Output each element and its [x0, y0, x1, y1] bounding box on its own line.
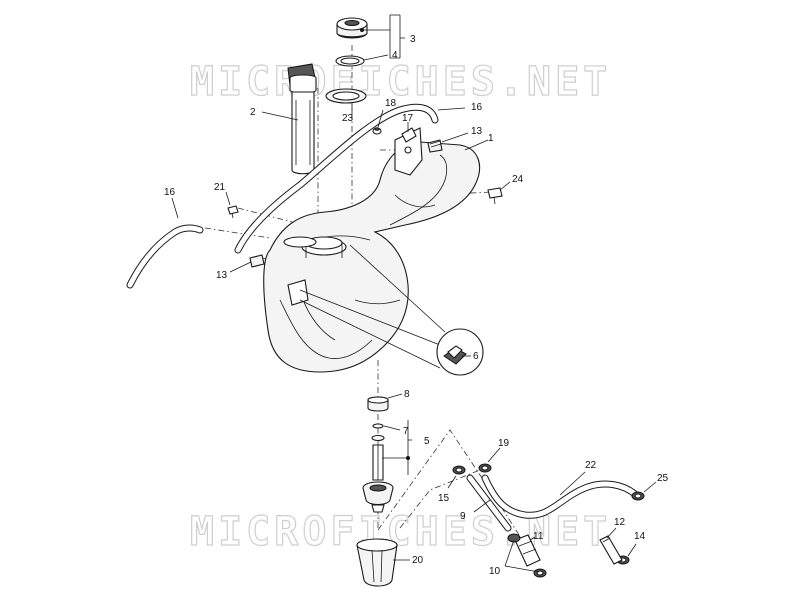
drain-cup	[356, 538, 398, 587]
callout-12: 12	[614, 517, 626, 528]
callout-7: 7	[403, 426, 409, 437]
callout-18: 18	[385, 98, 397, 109]
fuel-tank	[263, 127, 480, 373]
callout-21: 21	[214, 182, 226, 193]
callout-16-upper: 16	[471, 102, 483, 113]
filler-cap	[336, 17, 368, 39]
drain-assembly	[362, 396, 394, 513]
callout-4: 4	[392, 50, 398, 61]
callout-6: 6	[473, 351, 479, 362]
callout-3: 3	[410, 34, 416, 45]
neck-gasket	[325, 88, 367, 104]
callout-1: 1	[488, 133, 494, 144]
detail-circle	[299, 244, 484, 376]
callout-15: 15	[438, 493, 450, 504]
callout-19: 19	[498, 438, 510, 449]
overflow-hose	[481, 474, 640, 519]
fittings	[227, 127, 503, 268]
callout-22: 22	[585, 460, 597, 471]
drain-hose	[466, 474, 512, 532]
inline-filter	[507, 533, 547, 578]
callout-13-lower: 13	[216, 270, 228, 281]
callout-10: 10	[489, 566, 501, 577]
callout-16-left: 16	[164, 187, 176, 198]
vent-hose-upper	[234, 103, 439, 254]
hose-clamps	[452, 463, 645, 565]
fuel-level-sender	[287, 63, 317, 175]
callout-5: 5	[424, 436, 430, 447]
callout-13-upper: 13	[471, 126, 483, 137]
callout-9: 9	[460, 511, 466, 522]
cap-gasket	[335, 55, 365, 67]
vent-hose-left	[126, 224, 204, 289]
callout-17: 17	[402, 113, 414, 124]
callout-20: 20	[412, 555, 424, 566]
callout-labels: 1 2 3 4 5 6 7 8 9 10 11 12 13 13 14 15 1…	[164, 34, 669, 577]
callout-24: 24	[512, 174, 524, 185]
callout-8: 8	[404, 389, 410, 400]
watermark-bottom: MICROFICHES.NET	[190, 509, 611, 555]
callout-14: 14	[634, 531, 646, 542]
callout-25: 25	[657, 473, 669, 484]
callout-23: 23	[342, 113, 354, 124]
leader-lines	[171, 14, 657, 573]
short-pipe	[599, 535, 623, 565]
callout-11: 11	[533, 531, 544, 542]
watermark-top: MICROFICHES.NET	[190, 59, 611, 105]
callout-2: 2	[250, 107, 256, 118]
